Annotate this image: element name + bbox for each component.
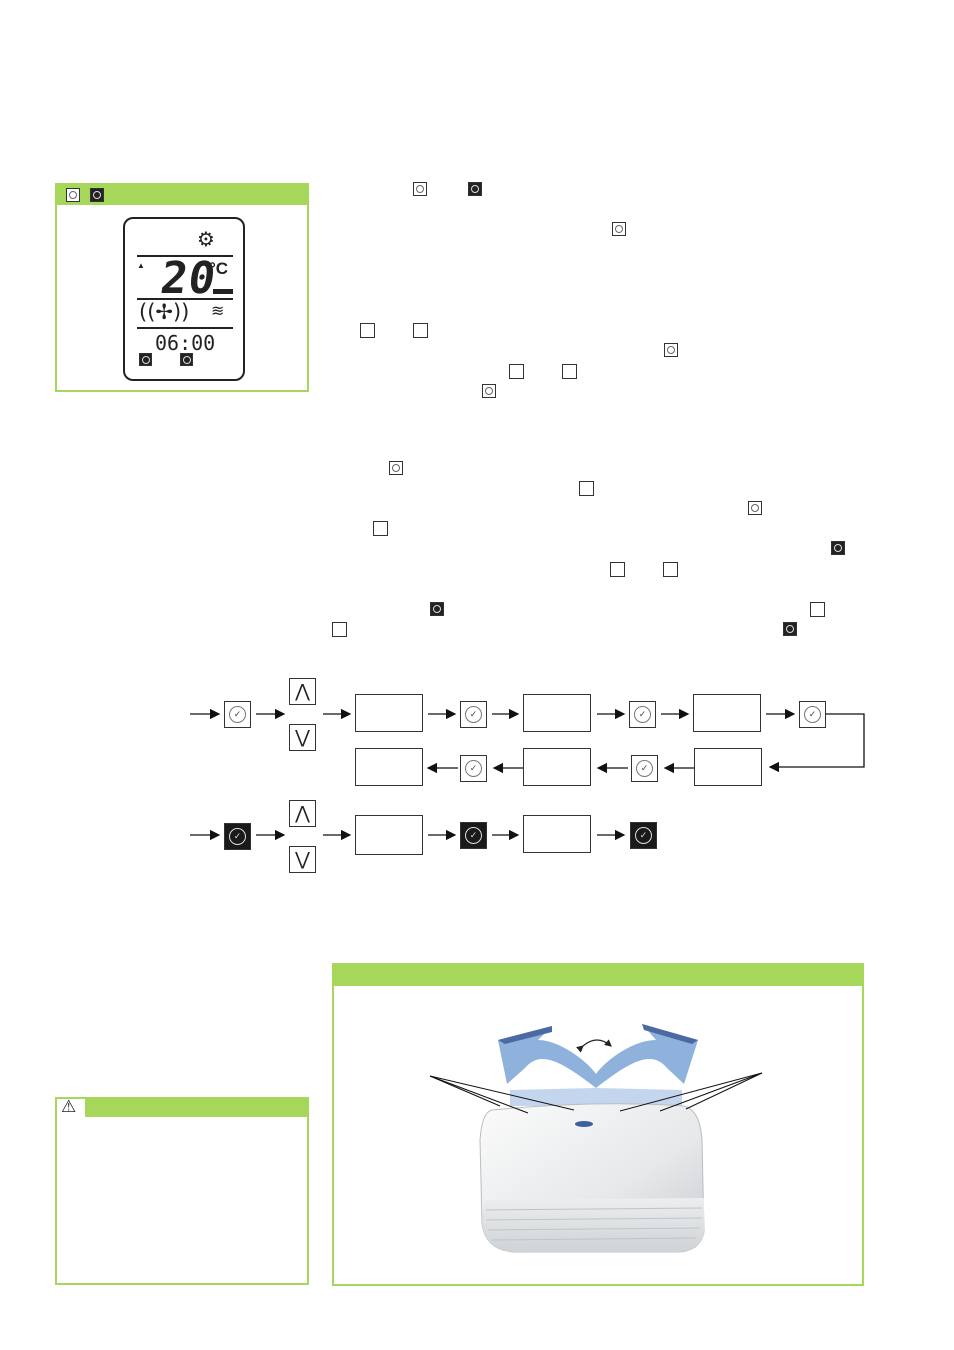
up-arrow-icon: ⋀ <box>289 800 316 827</box>
flow-step-box <box>355 694 423 732</box>
timer-on-icon <box>612 222 626 236</box>
down-key-icon <box>413 323 428 338</box>
timer-off-icon <box>831 541 845 555</box>
timer-off-button: ✓ <box>460 822 487 849</box>
warning-panel: ⚠ <box>55 1097 309 1285</box>
down-key-icon <box>332 622 347 637</box>
timer-off-icon <box>783 622 797 636</box>
timer-on-icon <box>413 182 427 196</box>
up-key-icon <box>810 602 825 617</box>
warning-icon: ⚠ <box>61 1097 77 1117</box>
timer-off-icon <box>430 602 444 616</box>
timer-on-button: ✓ <box>631 755 658 782</box>
timer-on-icon <box>66 188 80 202</box>
timer-on-button: ✓ <box>460 755 487 782</box>
fan-icon: ((✢)) <box>139 300 190 324</box>
down-arrow-icon: ⋁ <box>289 724 316 751</box>
display-panel-header <box>57 185 307 205</box>
lcd-bar <box>213 289 233 294</box>
lcd-unit: °C <box>209 259 229 278</box>
warning-panel-header: ⚠ <box>57 1097 307 1117</box>
flow-step-box <box>355 815 423 855</box>
lcd-divider <box>137 327 233 329</box>
up-key-icon <box>360 323 375 338</box>
lcd-divider <box>137 255 233 257</box>
timer-on-icon <box>748 501 762 515</box>
timer-on-button: ✓ <box>224 701 251 728</box>
timer-on-button: ✓ <box>799 701 826 728</box>
up-key-icon <box>610 562 625 577</box>
timer-on-icon <box>389 461 403 475</box>
flow-step-box <box>355 748 423 786</box>
unit-panel-header <box>334 965 862 986</box>
timer-off-button: ✓ <box>224 823 251 850</box>
down-key-icon <box>562 364 577 379</box>
gear-icon: ⚙ <box>197 227 215 251</box>
timer-on-icon <box>664 343 678 357</box>
lcd-divider <box>137 298 233 300</box>
timer-on-button: ✓ <box>460 701 487 728</box>
flow-step-box <box>694 748 762 786</box>
timer-off-icon <box>468 182 482 196</box>
flow-step-box <box>523 694 591 732</box>
up-key-icon <box>579 481 594 496</box>
up-indicator-icon: ▲ <box>137 261 145 270</box>
timer-on-button: ✓ <box>629 701 656 728</box>
display-panel: ⚙ ▲ 20 °C ((✢)) ≋ 06:00 <box>55 183 309 392</box>
swing-icon: ≋ <box>211 301 225 320</box>
timer-off-icon <box>90 188 104 202</box>
timer-on-icon <box>180 353 193 366</box>
down-arrow-icon: ⋁ <box>289 846 316 873</box>
warning-icon-box: ⚠ <box>57 1097 87 1117</box>
up-arrow-icon: ⋀ <box>289 678 316 705</box>
down-key-icon <box>663 562 678 577</box>
timer-off-button: ✓ <box>630 822 657 849</box>
down-key-icon <box>373 521 388 536</box>
flow-step-box <box>523 748 591 786</box>
remote-lcd: ⚙ ▲ 20 °C ((✢)) ≋ 06:00 <box>123 217 245 381</box>
up-key-icon <box>509 364 524 379</box>
timer-off-icon <box>139 353 152 366</box>
timer-on-icon <box>482 384 496 398</box>
flow-step-box <box>523 815 591 853</box>
lcd-clock: 06:00 <box>155 331 216 355</box>
flow-step-box <box>693 694 761 732</box>
